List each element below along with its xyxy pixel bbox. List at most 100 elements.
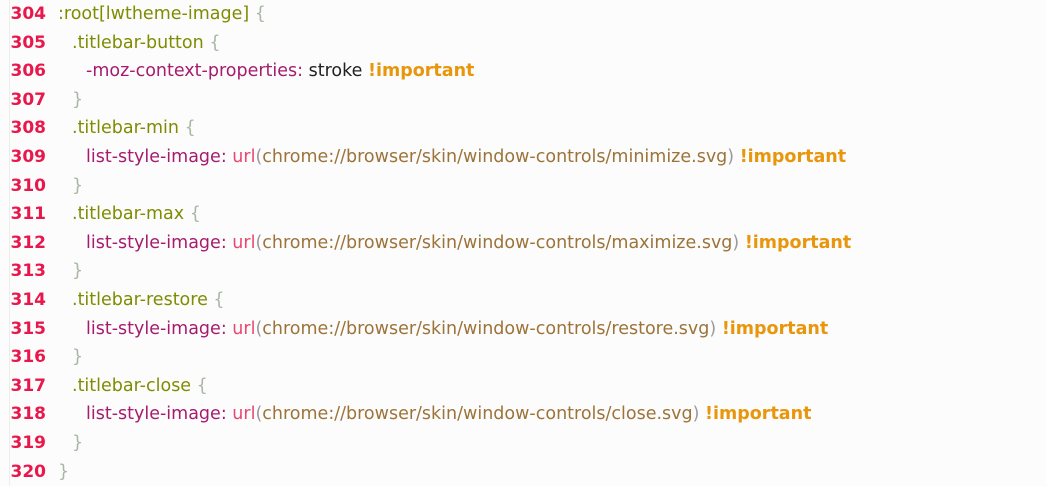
- token-paren: (: [255, 404, 263, 425]
- token-value: stroke: [308, 61, 363, 82]
- token-colon: :: [220, 232, 227, 253]
- line-number: 304: [10, 4, 47, 24]
- line-number: 319: [10, 432, 47, 453]
- token-brace: {: [184, 118, 196, 139]
- line-number: 317: [10, 375, 47, 396]
- line-content[interactable]: list-style-image: url(chrome://browser/s…: [58, 229, 1046, 258]
- token-string: chrome://browser/skin/window-controls/re…: [262, 318, 710, 339]
- line-content[interactable]: .titlebar-max {: [58, 200, 1046, 229]
- token-important: !important: [705, 404, 812, 425]
- line-content[interactable]: list-style-image: url(chrome://browser/s…: [58, 400, 1046, 429]
- token-selector: .titlebar-max: [72, 204, 185, 225]
- token-paren: ): [732, 232, 740, 253]
- line-number: 312: [10, 232, 47, 253]
- token-selector: .titlebar-close: [72, 375, 192, 396]
- token-brace: }: [58, 461, 70, 482]
- code-line[interactable]: 310}: [0, 172, 1046, 201]
- token-brace: {: [189, 204, 201, 225]
- gutter-divider-rule: [9, 0, 10, 486]
- line-content[interactable]: }: [58, 257, 1046, 286]
- line-number: 315: [10, 318, 47, 339]
- token-colon: :: [220, 146, 227, 167]
- token-brace: {: [209, 32, 221, 53]
- code-line[interactable]: 308 .titlebar-min {: [0, 114, 1046, 143]
- token-brace: }: [72, 175, 84, 196]
- code-line[interactable]: 307}: [0, 86, 1046, 115]
- token-property: list-style-image: [86, 318, 221, 339]
- code-line[interactable]: 304 :root[lwtheme-image] {: [0, 0, 1046, 29]
- code-line[interactable]: 306 -moz-context-properties: stroke !impo…: [0, 57, 1046, 86]
- line-content[interactable]: list-style-image: url(chrome://browser/s…: [58, 315, 1046, 344]
- token-url-fn: url: [232, 318, 256, 339]
- token-url-fn: url: [232, 232, 256, 253]
- line-number: 316: [10, 347, 47, 368]
- code-line[interactable]: 315 list-style-image: url(chrome://browse…: [0, 315, 1046, 344]
- code-line[interactable]: 317 .titlebar-close {: [0, 372, 1046, 401]
- line-content[interactable]: .titlebar-button {: [58, 29, 1046, 58]
- token-important: !important: [368, 61, 475, 82]
- token-important: !important: [744, 232, 852, 253]
- token-paren: (: [255, 318, 263, 339]
- token-brace: {: [254, 4, 266, 24]
- line-number: 311: [10, 204, 47, 225]
- token-property: list-style-image: [86, 404, 221, 425]
- line-number: 305: [10, 32, 47, 53]
- token-property: -moz-context-properties: [86, 61, 298, 82]
- line-content[interactable]: -moz-context-properties: stroke !importa…: [58, 57, 1046, 86]
- token-string: chrome://browser/skin/window-controls/mi…: [262, 146, 728, 167]
- token-important: !important: [721, 318, 829, 339]
- token-property: list-style-image: [86, 146, 221, 167]
- line-content[interactable]: .titlebar-restore {: [58, 286, 1046, 315]
- token-paren: (: [255, 232, 263, 253]
- line-number: 307: [10, 89, 47, 110]
- line-content[interactable]: }: [58, 429, 1046, 458]
- code-line[interactable]: 313}: [0, 257, 1046, 286]
- token-brace: }: [72, 347, 84, 368]
- token-brace: {: [196, 375, 208, 396]
- code-line[interactable]: 316}: [0, 343, 1046, 372]
- token-colon: :: [297, 61, 304, 82]
- line-content[interactable]: .titlebar-close {: [58, 372, 1046, 401]
- code-line[interactable]: 314 .titlebar-restore {: [0, 286, 1046, 315]
- line-content[interactable]: .titlebar-min {: [58, 114, 1046, 143]
- token-string: chrome://browser/skin/window-controls/cl…: [262, 404, 693, 425]
- code-line[interactable]: 319}: [0, 429, 1046, 458]
- token-url-fn: url: [232, 146, 256, 167]
- line-content[interactable]: }: [58, 172, 1046, 201]
- token-paren: ): [692, 404, 700, 425]
- token-brace: }: [72, 432, 84, 453]
- token-selector: .titlebar-button: [72, 32, 204, 53]
- line-number: 306: [10, 61, 47, 82]
- token-brace: }: [72, 261, 84, 282]
- token-important: !important: [739, 146, 847, 167]
- line-number: 320: [10, 461, 47, 482]
- line-number: 309: [10, 146, 47, 167]
- code-line[interactable]: 320}: [0, 458, 1046, 486]
- line-content[interactable]: }: [58, 86, 1046, 115]
- token-colon: :: [220, 404, 227, 425]
- code-line[interactable]: 309 list-style-image: url(chrome://browse…: [0, 143, 1046, 172]
- line-content[interactable]: }: [58, 343, 1046, 372]
- line-number: 308: [10, 118, 47, 139]
- token-brace: {: [213, 289, 225, 310]
- code-line[interactable]: 305 .titlebar-button {: [0, 29, 1046, 58]
- line-number: 314: [10, 289, 47, 310]
- token-paren: ): [709, 318, 717, 339]
- line-number: 310: [10, 175, 47, 196]
- token-brace: }: [72, 89, 84, 110]
- token-paren: ): [727, 146, 735, 167]
- token-selector: :root[lwtheme-image]: [58, 4, 250, 24]
- token-property: list-style-image: [86, 232, 221, 253]
- code-line[interactable]: 311 .titlebar-max {: [0, 200, 1046, 229]
- line-content[interactable]: }: [58, 458, 1046, 486]
- code-line[interactable]: 318 list-style-image: url(chrome://browse…: [0, 400, 1046, 429]
- line-number: 313: [10, 261, 47, 282]
- line-content[interactable]: list-style-image: url(chrome://browser/s…: [58, 143, 1046, 172]
- code-line[interactable]: 312 list-style-image: url(chrome://browse…: [0, 229, 1046, 258]
- line-number: 318: [10, 404, 47, 425]
- token-colon: :: [220, 318, 227, 339]
- token-selector: .titlebar-min: [72, 118, 179, 139]
- line-content[interactable]: :root[lwtheme-image] {: [58, 0, 1046, 29]
